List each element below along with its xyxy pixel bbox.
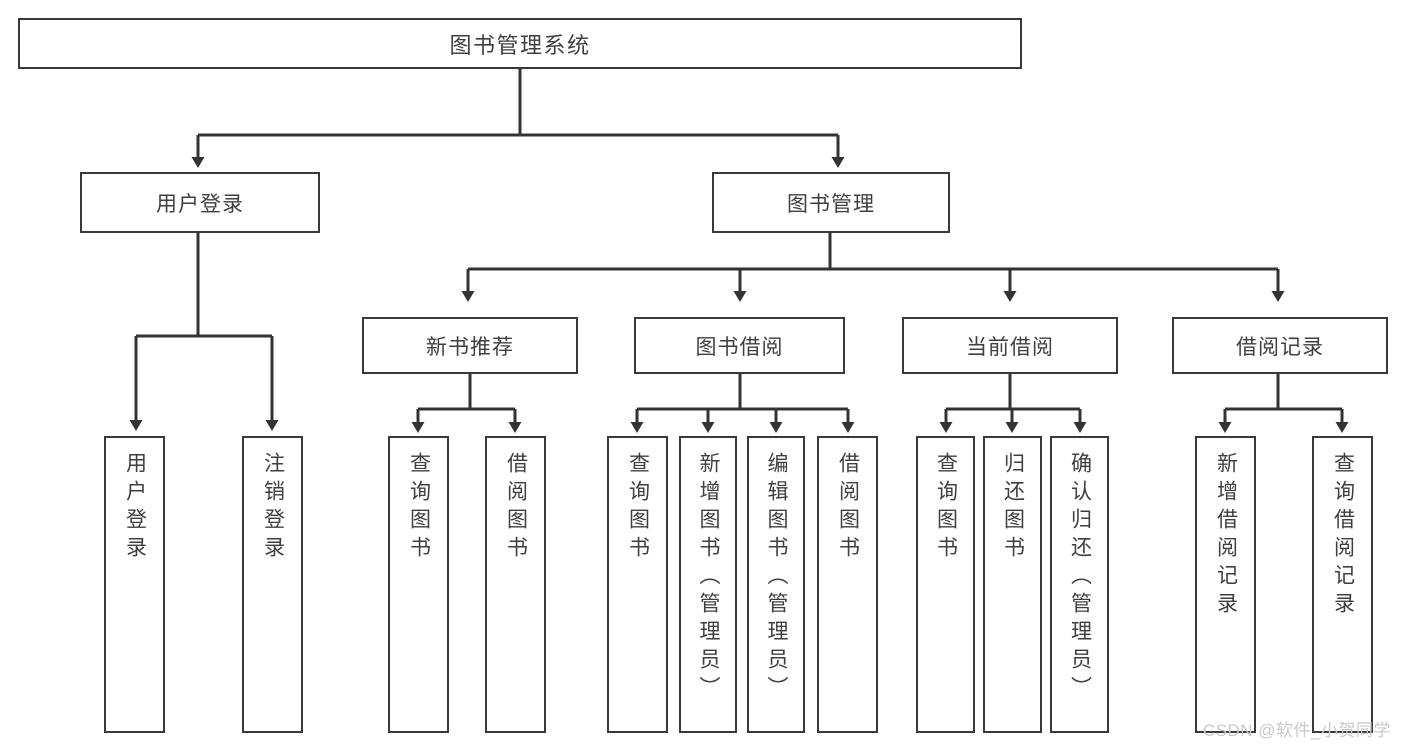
leaf-edit-book-admin[interactable]: 编辑图书（管理员） <box>747 436 805 733</box>
node-current-borrow-label: 当前借阅 <box>966 335 1054 359</box>
node-borrow-records-label: 借阅记录 <box>1236 335 1324 359</box>
leaf-borrow-book-recommend[interactable]: 借阅图书 <box>485 436 546 733</box>
leaf-query-book-current[interactable]: 查询图书 <box>916 436 975 733</box>
leaf-user-login-label: 用户登录 <box>123 452 147 564</box>
leaf-user-login[interactable]: 用户登录 <box>104 436 165 733</box>
leaf-return-book-label: 归还图书 <box>1001 452 1025 564</box>
leaf-query-book-recommend[interactable]: 查询图书 <box>388 436 449 733</box>
leaf-query-book-borrow-label: 查询图书 <box>626 452 650 564</box>
leaf-borrow-book-label: 借阅图书 <box>836 452 860 564</box>
leaf-logout[interactable]: 注销登录 <box>242 436 303 733</box>
node-new-book-recommend[interactable]: 新书推荐 <box>362 317 578 374</box>
leaf-query-borrow-record[interactable]: 查询借阅记录 <box>1312 436 1373 733</box>
node-user-login[interactable]: 用户登录 <box>80 172 320 233</box>
node-root[interactable]: 图书管理系统 <box>18 18 1022 69</box>
leaf-return-book[interactable]: 归还图书 <box>983 436 1042 733</box>
node-root-label: 图书管理系统 <box>449 32 591 58</box>
leaf-query-book-borrow[interactable]: 查询图书 <box>607 436 668 733</box>
leaf-query-book-current-label: 查询图书 <box>934 452 958 564</box>
node-book-borrow-label: 图书借阅 <box>695 335 784 359</box>
node-book-borrow[interactable]: 图书借阅 <box>634 317 845 374</box>
node-borrow-records[interactable]: 借阅记录 <box>1172 317 1388 374</box>
leaf-add-book-admin-label: 新增图书（管理员） <box>697 452 721 704</box>
leaf-logout-label: 注销登录 <box>261 452 285 564</box>
leaf-add-borrow-record-label: 新增借阅记录 <box>1214 452 1238 620</box>
leaf-borrow-book[interactable]: 借阅图书 <box>817 436 878 733</box>
node-book-management-label: 图书管理 <box>787 192 875 216</box>
leaf-query-borrow-record-label: 查询借阅记录 <box>1331 452 1355 620</box>
leaf-add-borrow-record[interactable]: 新增借阅记录 <box>1195 436 1256 733</box>
leaf-edit-book-admin-label: 编辑图书（管理员） <box>765 452 789 704</box>
watermark: CSDN @软件_小贺同学 <box>1202 721 1391 740</box>
leaf-query-book-recommend-label: 查询图书 <box>407 452 431 564</box>
node-new-book-recommend-label: 新书推荐 <box>426 335 514 359</box>
leaf-confirm-return-admin-label: 确认归还（管理员） <box>1068 452 1092 704</box>
node-user-login-label: 用户登录 <box>156 192 244 216</box>
leaf-add-book-admin[interactable]: 新增图书（管理员） <box>679 436 737 733</box>
node-current-borrow[interactable]: 当前借阅 <box>902 317 1118 374</box>
leaf-borrow-book-recommend-label: 借阅图书 <box>504 452 528 564</box>
node-book-management[interactable]: 图书管理 <box>712 172 950 233</box>
leaf-confirm-return-admin[interactable]: 确认归还（管理员） <box>1050 436 1109 733</box>
